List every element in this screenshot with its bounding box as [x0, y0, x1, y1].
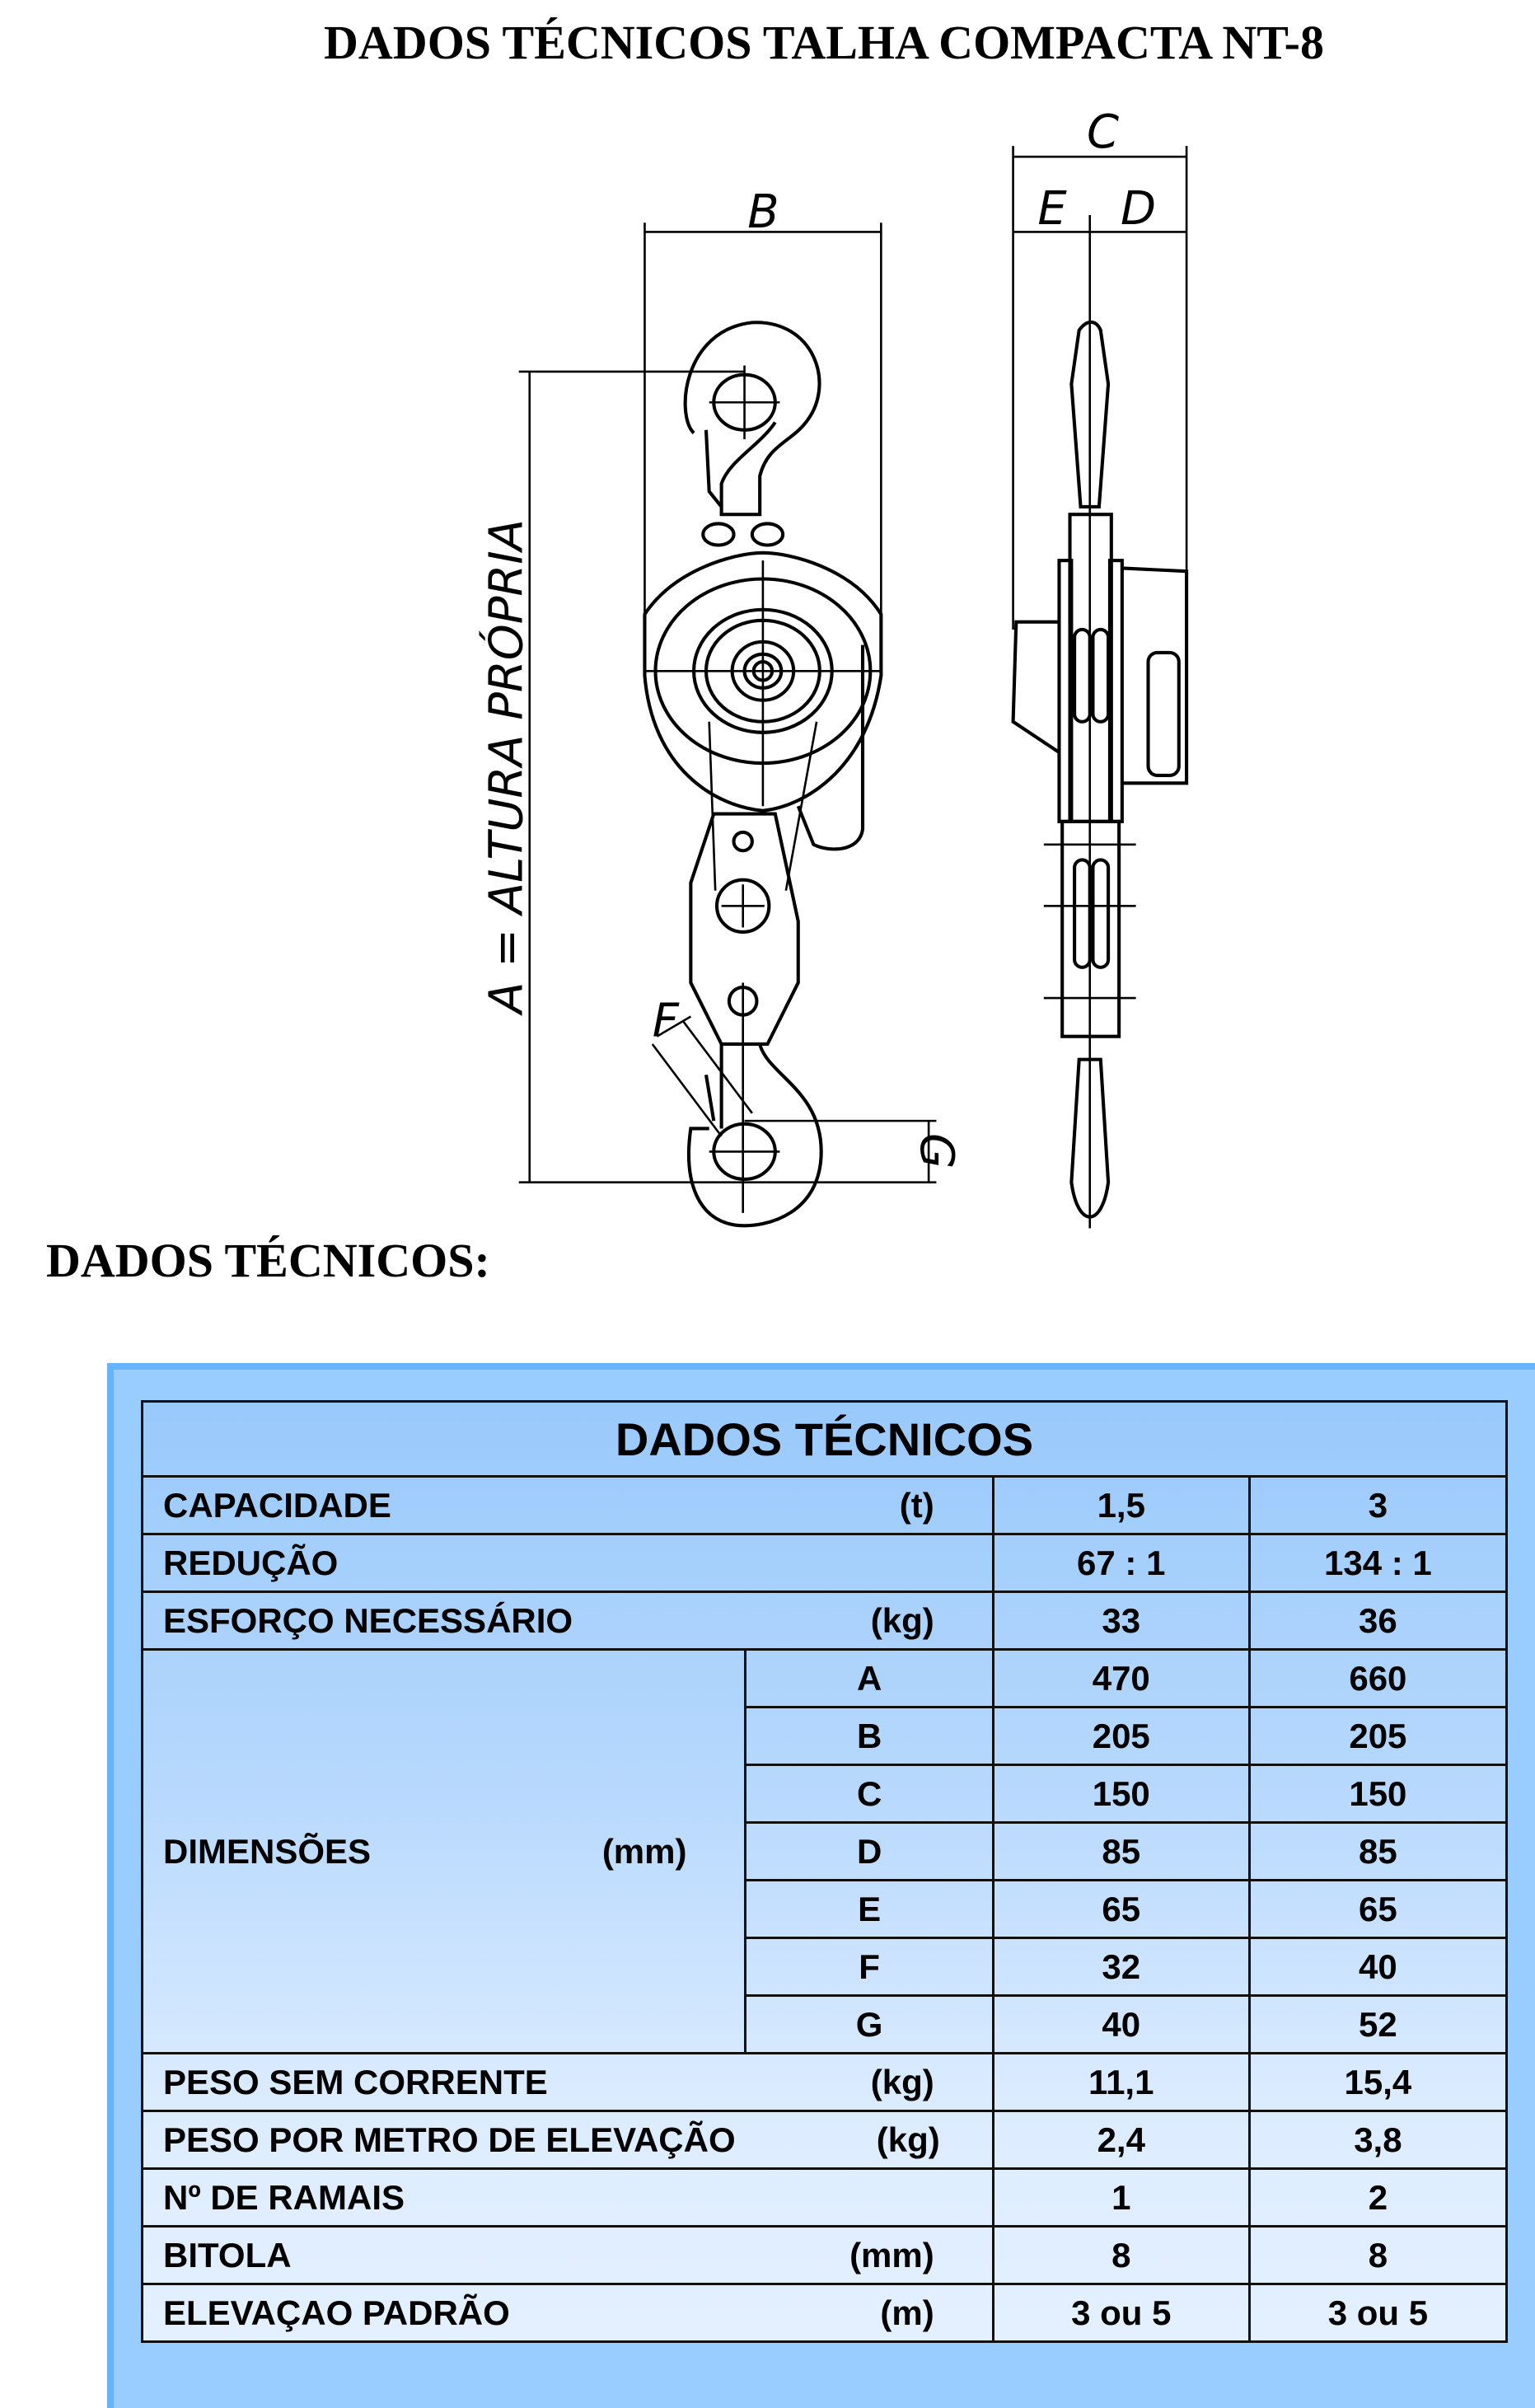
label-text: PESO POR METRO DE ELEVAÇÃO [163, 2120, 736, 2159]
label-text: ELEVAÇAO PADRÃO [163, 2293, 510, 2332]
dimension-key: B [744, 1706, 994, 1766]
table-row: DIMENSÕES (mm) A 470 660 [140, 1648, 1509, 2054]
label-text: PESO SEM CORRENTE [163, 2062, 548, 2101]
value-3t: 2 [1247, 2167, 1509, 2228]
value-3t: 85 [1247, 1821, 1509, 1881]
value-1-5t: 33 [991, 1590, 1251, 1651]
table-row: PESO SEM CORRENTE (kg) 11,1 15,4 [141, 2052, 1509, 2112]
lower-block [689, 721, 818, 1213]
bottom-hook [686, 1043, 823, 1228]
value-1-5t: 8 [991, 2225, 1251, 2285]
unit: (mm) [849, 2235, 934, 2274]
value-3t: 3,8 [1247, 2110, 1509, 2170]
row-label: PESO SEM CORRENTE (kg) [141, 2052, 994, 2112]
table-row: CAPACIDADE (t) 1,5 3 [141, 1475, 1509, 1535]
value-3t: 65 [1247, 1879, 1509, 1939]
value-3t: 40 [1247, 1937, 1509, 1997]
dimension-f: F [651, 995, 753, 1137]
value-1-5t: 1 [991, 2167, 1251, 2228]
table-row: E 65 65 [143, 1879, 1509, 1939]
label-text: DIMENSÕES [163, 1831, 372, 1871]
dimension-b-label: B [747, 185, 779, 239]
value-1-5t: 32 [991, 1937, 1251, 1997]
table-title: DADOS TÉCNICOS [141, 1400, 1508, 1478]
label-text: REDUÇÃO [163, 1543, 339, 1582]
dimension-a-label: A = ALTURA PRÓPRIA [480, 519, 533, 1016]
value-1-5t: 65 [991, 1879, 1251, 1939]
value-1-5t: 11,1 [991, 2052, 1251, 2112]
row-label: REDUÇÃO [141, 1533, 994, 1593]
dimension-a: A = ALTURA PRÓPRIA [480, 370, 937, 1183]
value-1-5t: 40 [991, 1994, 1251, 2054]
label-text: Nº DE RAMAIS [163, 2177, 405, 2217]
value-3t: 150 [1247, 1764, 1509, 1824]
unit: (t) [899, 1485, 934, 1525]
table-row: D 85 85 [143, 1821, 1509, 1881]
table-row: PESO POR METRO DE ELEVAÇÃO (kg) 2,4 3,8 [141, 2110, 1509, 2170]
table-row: C 150 150 [143, 1764, 1509, 1824]
row-label: Nº DE RAMAIS [141, 2167, 994, 2228]
hoist-technical-drawing: B A = ALTURA PRÓPRIA [480, 105, 1189, 1229]
dimension-key: D [744, 1821, 994, 1881]
value-1-5t: 67 : 1 [991, 1533, 1251, 1593]
value-3t: 36 [1247, 1590, 1509, 1651]
value-3t: 205 [1247, 1706, 1509, 1766]
dimension-b: B [643, 185, 882, 615]
dimension-e-label: E [1037, 182, 1067, 236]
table-row: ELEVAÇAO PADRÃO (m) 3 ou 5 3 ou 5 [141, 2283, 1509, 2343]
table-header-row: DADOS TÉCNICOS [141, 1400, 1508, 1478]
row-label: BITOLA (mm) [141, 2225, 994, 2285]
dimension-key: A [744, 1648, 994, 1708]
value-3t: 52 [1247, 1994, 1509, 2054]
table-row: Nº DE RAMAIS 1 2 [141, 2167, 1509, 2228]
value-1-5t: 85 [991, 1821, 1251, 1881]
section-heading: DADOS TÉCNICOS: [46, 1234, 490, 1287]
unit: (kg) [876, 2120, 940, 2159]
value-3t: 15,4 [1247, 2052, 1509, 2112]
dimension-c-label: C [1087, 105, 1119, 159]
unit: (kg) [870, 1600, 934, 1640]
dimension-f-label: F [653, 995, 680, 1048]
value-1-5t: 2,4 [991, 2110, 1251, 2170]
table-row: B 205 205 [143, 1706, 1509, 1766]
row-label: CAPACIDADE (t) [141, 1475, 994, 1535]
label-text: ESFORÇO NECESSÁRIO [163, 1600, 573, 1640]
dimension-g-label: G [910, 1133, 963, 1169]
value-3t: 660 [1247, 1648, 1509, 1708]
table-row: F 32 40 [143, 1937, 1509, 1997]
top-hook [683, 321, 821, 547]
row-label: ELEVAÇAO PADRÃO (m) [141, 2283, 994, 2343]
unit: (m) [880, 2293, 934, 2332]
dimension-d-label: D [1121, 182, 1156, 236]
value-3t: 134 : 1 [1247, 1533, 1509, 1593]
table-row: BITOLA (mm) 8 8 [141, 2225, 1509, 2285]
hoist-body [643, 550, 883, 851]
table-row: ESFORÇO NECESSÁRIO (kg) 33 36 [141, 1590, 1509, 1651]
side-view-body [1011, 320, 1189, 1219]
label-text: BITOLA [163, 2235, 292, 2274]
dimension-key: E [744, 1879, 994, 1939]
dimensions-label: DIMENSÕES (mm) [140, 1648, 747, 2054]
dimension-key: G [744, 1994, 994, 2054]
value-3t: 3 [1247, 1475, 1509, 1535]
dimension-key: F [744, 1937, 994, 1997]
value-3t: 8 [1247, 2225, 1509, 2285]
value-1-5t: 150 [991, 1764, 1251, 1824]
label-text: CAPACIDADE [163, 1485, 391, 1525]
dimension-key: C [744, 1764, 994, 1824]
value-1-5t: 1,5 [991, 1475, 1251, 1535]
value-1-5t: 470 [991, 1648, 1251, 1708]
table-row: G 40 52 [143, 1994, 1509, 2054]
row-label: ESFORÇO NECESSÁRIO (kg) [141, 1590, 994, 1651]
value-1-5t: 205 [991, 1706, 1251, 1766]
value-3t: 3 ou 5 [1247, 2283, 1509, 2343]
unit: (mm) [601, 1831, 687, 1871]
page-title: DADOS TÉCNICOS TALHA COMPACTA NT-8 [324, 16, 1324, 69]
unit: (kg) [870, 2062, 934, 2101]
row-label: PESO POR METRO DE ELEVAÇÃO (kg) [141, 2110, 994, 2170]
dimension-g: G [744, 1119, 963, 1183]
value-1-5t: 3 ou 5 [991, 2283, 1251, 2343]
technical-data-table: DADOS TÉCNICOS CAPACIDADE (t) 1,5 3 REDUÇ… [140, 1400, 1509, 2343]
table-row: REDUÇÃO 67 : 1 134 : 1 [141, 1533, 1509, 1593]
